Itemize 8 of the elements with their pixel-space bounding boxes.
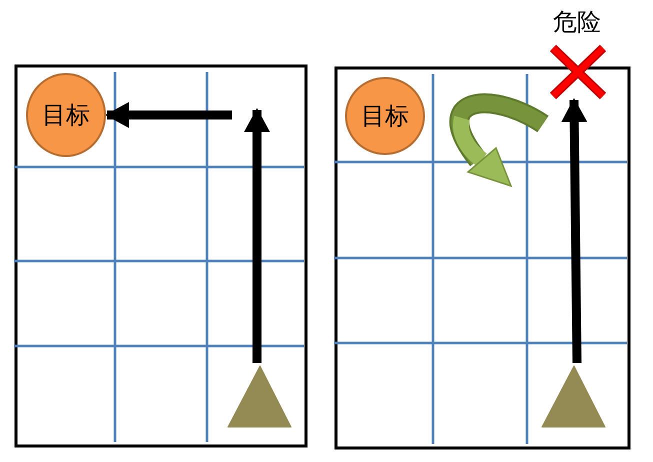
arrow — [105, 102, 232, 128]
arrow — [244, 108, 270, 363]
danger-label: 危险 — [553, 8, 601, 36]
player-triangle — [227, 365, 292, 428]
goal-circle: 目标 — [26, 73, 106, 157]
goal-circle: 目标 — [345, 77, 425, 155]
arrow — [561, 98, 588, 364]
player-triangle — [541, 365, 606, 428]
